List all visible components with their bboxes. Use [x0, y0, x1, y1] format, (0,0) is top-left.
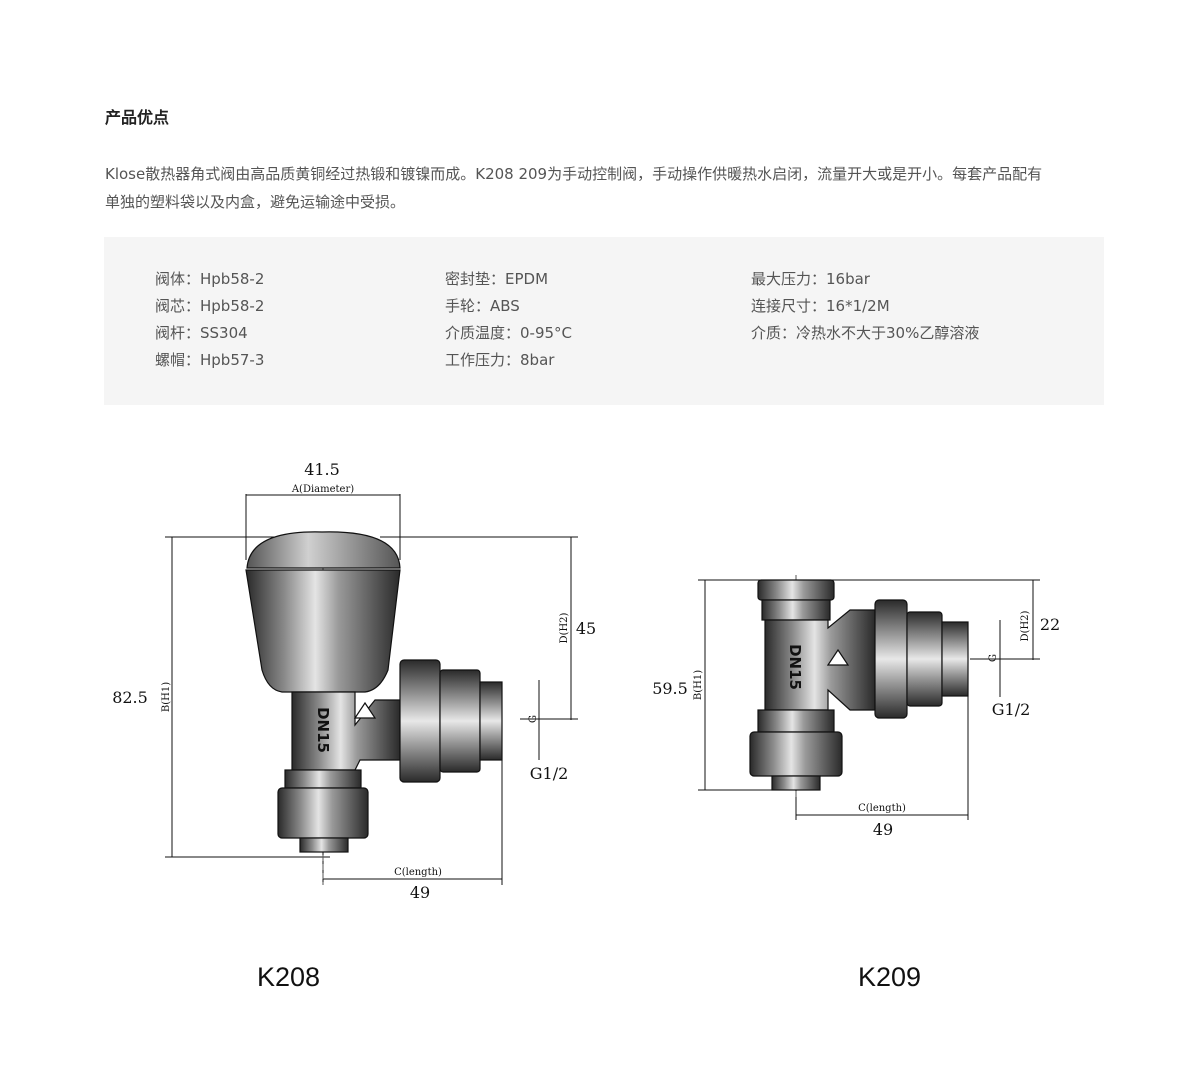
- spec-column-3: 最大压力：16bar 连接尺寸：16*1/2M 介质：冷热水不大于30%乙醇溶液: [751, 266, 979, 347]
- intro-line: 单独的塑料袋以及内盒，避免运输途中受损。: [105, 193, 406, 211]
- k208-height-label: B(H1): [161, 682, 172, 712]
- k208-d-value: 45: [576, 619, 596, 638]
- k209-d-label: D(H2): [1020, 610, 1031, 641]
- spec-column-1: 阀体：Hpb58-2 阀芯：Hpb58-2 阀杆：SS304 螺帽：Hpb57-…: [155, 266, 264, 374]
- section-title: 产品优点: [105, 108, 170, 127]
- k208-length-label: C(length): [394, 867, 442, 878]
- spec-item: 阀芯：Hpb58-2: [155, 297, 265, 315]
- spec-item: 连接尺寸：16*1/2M: [751, 297, 890, 315]
- spec-item: 介质温度：0-95°C: [445, 324, 573, 342]
- k209-length-value: 49: [873, 820, 893, 839]
- k209-body-mark: DN15: [786, 644, 804, 690]
- k209-height-label: B(H1): [693, 670, 704, 700]
- k208-drawing: 41.5 A(Diameter) 82.5 B(H1) D(H2) 45 G G…: [112, 460, 596, 902]
- k209-g-value: G1/2: [992, 700, 1031, 719]
- intro-line: Klose散热器角式阀由高品质黄铜经过热锻和镀镍而成。K208 209为手动控制…: [105, 165, 1043, 183]
- spec-item: 阀体：Hpb58-2: [155, 270, 265, 288]
- k208-d-label: D(H2): [559, 612, 570, 643]
- k209-height-value: 59.5: [652, 679, 688, 698]
- k208-diameter-label: A(Diameter): [291, 484, 354, 495]
- spec-column-2: 密封垫：EPDM 手轮：ABS 介质温度：0-95°C 工作压力：8bar: [445, 266, 572, 374]
- spec-item: 阀杆：SS304: [155, 324, 248, 342]
- k208-g-value: G1/2: [530, 764, 569, 783]
- spec-item: 螺帽：Hpb57-3: [155, 351, 265, 369]
- k209-d-value: 22: [1040, 615, 1060, 634]
- k208-valve: [245, 531, 503, 853]
- k208-height-value: 82.5: [112, 688, 148, 707]
- k208-g-label: G: [528, 715, 539, 723]
- k209-model-label: K209: [858, 962, 922, 992]
- k209-length-label: C(length): [858, 803, 906, 814]
- k208-diameter-value: 41.5: [304, 460, 340, 479]
- k208-model-label: K208: [257, 962, 321, 992]
- spec-item: 密封垫：EPDM: [445, 270, 549, 288]
- spec-panel: 阀体：Hpb58-2 阀芯：Hpb58-2 阀杆：SS304 螺帽：Hpb57-…: [104, 237, 1104, 405]
- k209-g-label: G: [988, 654, 999, 662]
- spec-item: 介质：冷热水不大于30%乙醇溶液: [751, 324, 980, 342]
- intro-paragraph: Klose散热器角式阀由高品质黄铜经过热锻和镀镍而成。K208 209为手动控制…: [105, 160, 1105, 216]
- k209-valve: [749, 579, 969, 791]
- spec-item: 手轮：ABS: [445, 297, 520, 315]
- k208-length-value: 49: [410, 883, 430, 902]
- k208-body-mark: DN15: [314, 707, 332, 753]
- spec-item: 最大压力：16bar: [751, 270, 870, 288]
- spec-item: 工作压力：8bar: [445, 351, 555, 369]
- k209-drawing: 59.5 B(H1) D(H2) 22 G G1/2 C(length) 49 …: [652, 575, 1060, 839]
